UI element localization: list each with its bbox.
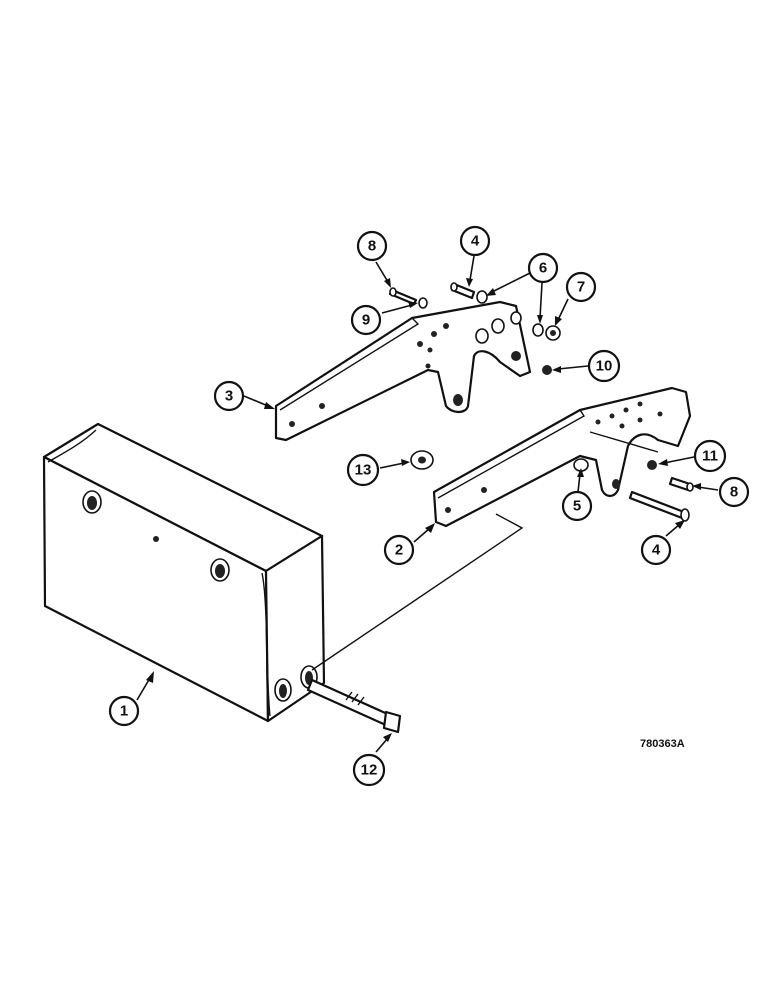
- svg-text:8: 8: [368, 238, 376, 255]
- svg-text:10: 10: [596, 358, 613, 375]
- callout-8-lower: 8: [718, 476, 750, 508]
- callout-6: 6: [527, 252, 559, 284]
- svg-text:5: 5: [573, 498, 581, 515]
- svg-text:6: 6: [539, 260, 547, 277]
- callout-1: 1: [108, 695, 140, 727]
- svg-text:9: 9: [362, 312, 370, 329]
- svg-text:2: 2: [395, 542, 403, 559]
- svg-text:4: 4: [471, 233, 480, 250]
- bracket-lower: [432, 386, 692, 528]
- bracket-upper: [274, 300, 532, 442]
- callout-12: 12: [352, 753, 386, 787]
- bolt-12: [306, 678, 402, 734]
- drawing-number: 780363A: [640, 738, 685, 750]
- nut-11: [647, 460, 657, 470]
- callout-8-upper: 8: [356, 230, 388, 262]
- svg-text:7: 7: [577, 279, 585, 296]
- bolt-8-lower: [668, 476, 694, 492]
- callout-3: 3: [213, 380, 245, 412]
- callout-5: 5: [561, 490, 593, 522]
- callout-4-lower: 4: [640, 534, 672, 566]
- callout-7: 7: [565, 271, 597, 303]
- svg-text:11: 11: [702, 448, 718, 465]
- svg-text:4: 4: [652, 542, 661, 559]
- counterweight-block: [42, 422, 524, 723]
- svg-text:1: 1: [120, 703, 128, 720]
- nut-13: [410, 450, 434, 470]
- callout-13: 13: [346, 453, 380, 487]
- callout-4-upper: 4: [459, 225, 491, 257]
- callout-2: 2: [383, 534, 415, 566]
- svg-text:8: 8: [730, 484, 738, 501]
- nut-7: [545, 325, 561, 341]
- callout-10: 10: [587, 349, 621, 383]
- callout-11: 11: [693, 439, 727, 473]
- svg-text:12: 12: [361, 762, 378, 779]
- leader-lines: [136, 255, 719, 753]
- bolt-4-lower: [628, 490, 690, 522]
- bolt-8-upper: [388, 287, 418, 306]
- svg-text:3: 3: [225, 388, 233, 405]
- svg-text:13: 13: [355, 462, 372, 479]
- bolt-4-upper: [450, 282, 476, 300]
- callout-9: 9: [350, 304, 382, 336]
- washer-9: [418, 297, 428, 309]
- nut-10: [542, 365, 552, 375]
- washers-6: [476, 290, 544, 337]
